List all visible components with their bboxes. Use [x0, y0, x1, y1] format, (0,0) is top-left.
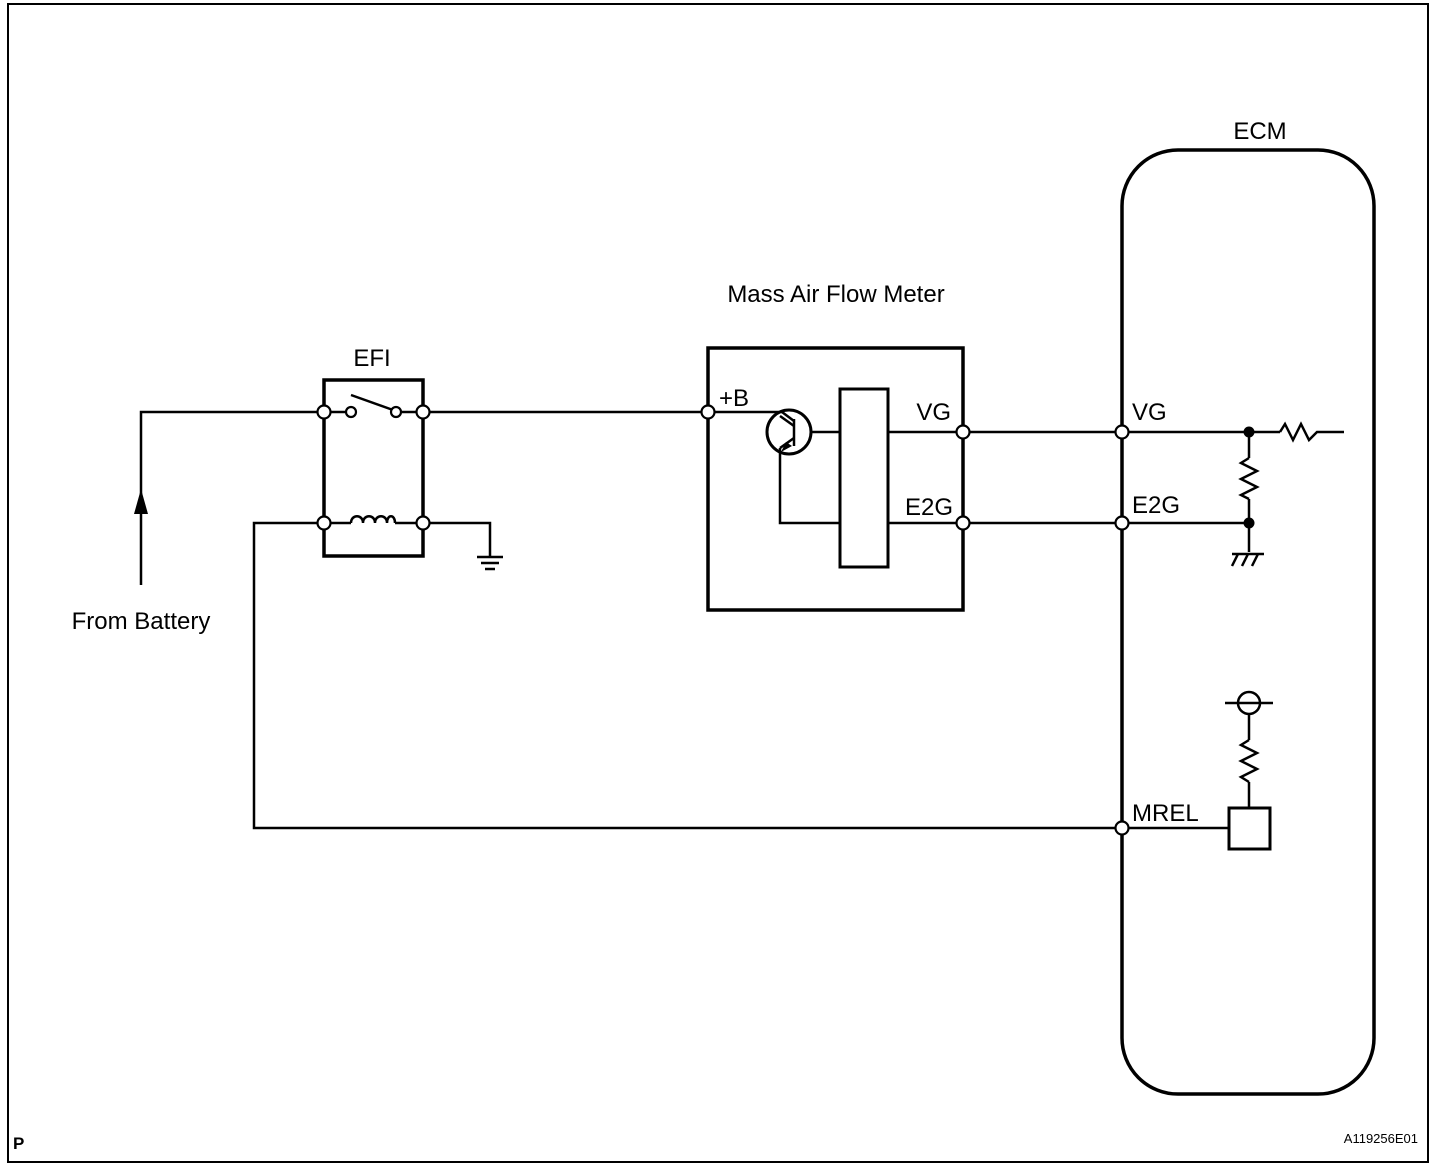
terminal-efi-2: [415, 404, 431, 420]
efi-relay-label: EFI: [353, 345, 390, 372]
terminal-efi-3: [316, 515, 332, 531]
terminal-label-plus-b: +B: [719, 385, 749, 412]
terminal-maf-vg: [955, 424, 971, 440]
sensor-element: [838, 387, 890, 569]
efi-relay-box: [322, 378, 425, 558]
ecm-label: ECM: [1233, 118, 1286, 145]
ecm-box: [1120, 148, 1376, 1096]
ecm-e2g-circuit: [1122, 517, 1264, 567]
relay-coil-icon: [324, 515, 423, 525]
terminal-efi-1: [316, 404, 332, 420]
terminal-ecm-vg: [1114, 424, 1130, 440]
corner-letter: P: [13, 1134, 24, 1153]
ecm-mrel-circuit: [1122, 690, 1273, 851]
arrow-up-icon: [134, 489, 148, 514]
from-battery-label: From Battery: [72, 608, 211, 635]
terminal-maf-e2g: [955, 515, 971, 531]
maf-meter-label: Mass Air Flow Meter: [727, 281, 944, 308]
wire-mrel: [252, 521, 1122, 830]
relay-switch-icon: [324, 393, 423, 419]
terminal-maf-plus-b: [700, 404, 716, 420]
transistor-icon: [708, 408, 840, 525]
terminal-label-maf-e2g: E2G: [905, 494, 953, 521]
battery-feed: [134, 410, 324, 585]
terminal-label-maf-vg: VG: [916, 399, 951, 426]
page-frame: [7, 3, 1429, 1163]
ground-icon: [423, 521, 503, 571]
maf-meter-box: [706, 346, 965, 612]
terminal-efi-4: [415, 515, 431, 531]
ecm-vg-circuit: [1122, 421, 1344, 552]
terminal-ecm-mrel: [1114, 820, 1130, 836]
terminal-ecm-e2g: [1114, 515, 1130, 531]
terminal-label-ecm-mrel: MREL: [1132, 800, 1199, 827]
terminal-label-ecm-e2g: E2G: [1132, 492, 1180, 519]
figure-id: A119256E01: [1344, 1131, 1418, 1146]
terminal-label-ecm-vg: VG: [1132, 399, 1167, 426]
